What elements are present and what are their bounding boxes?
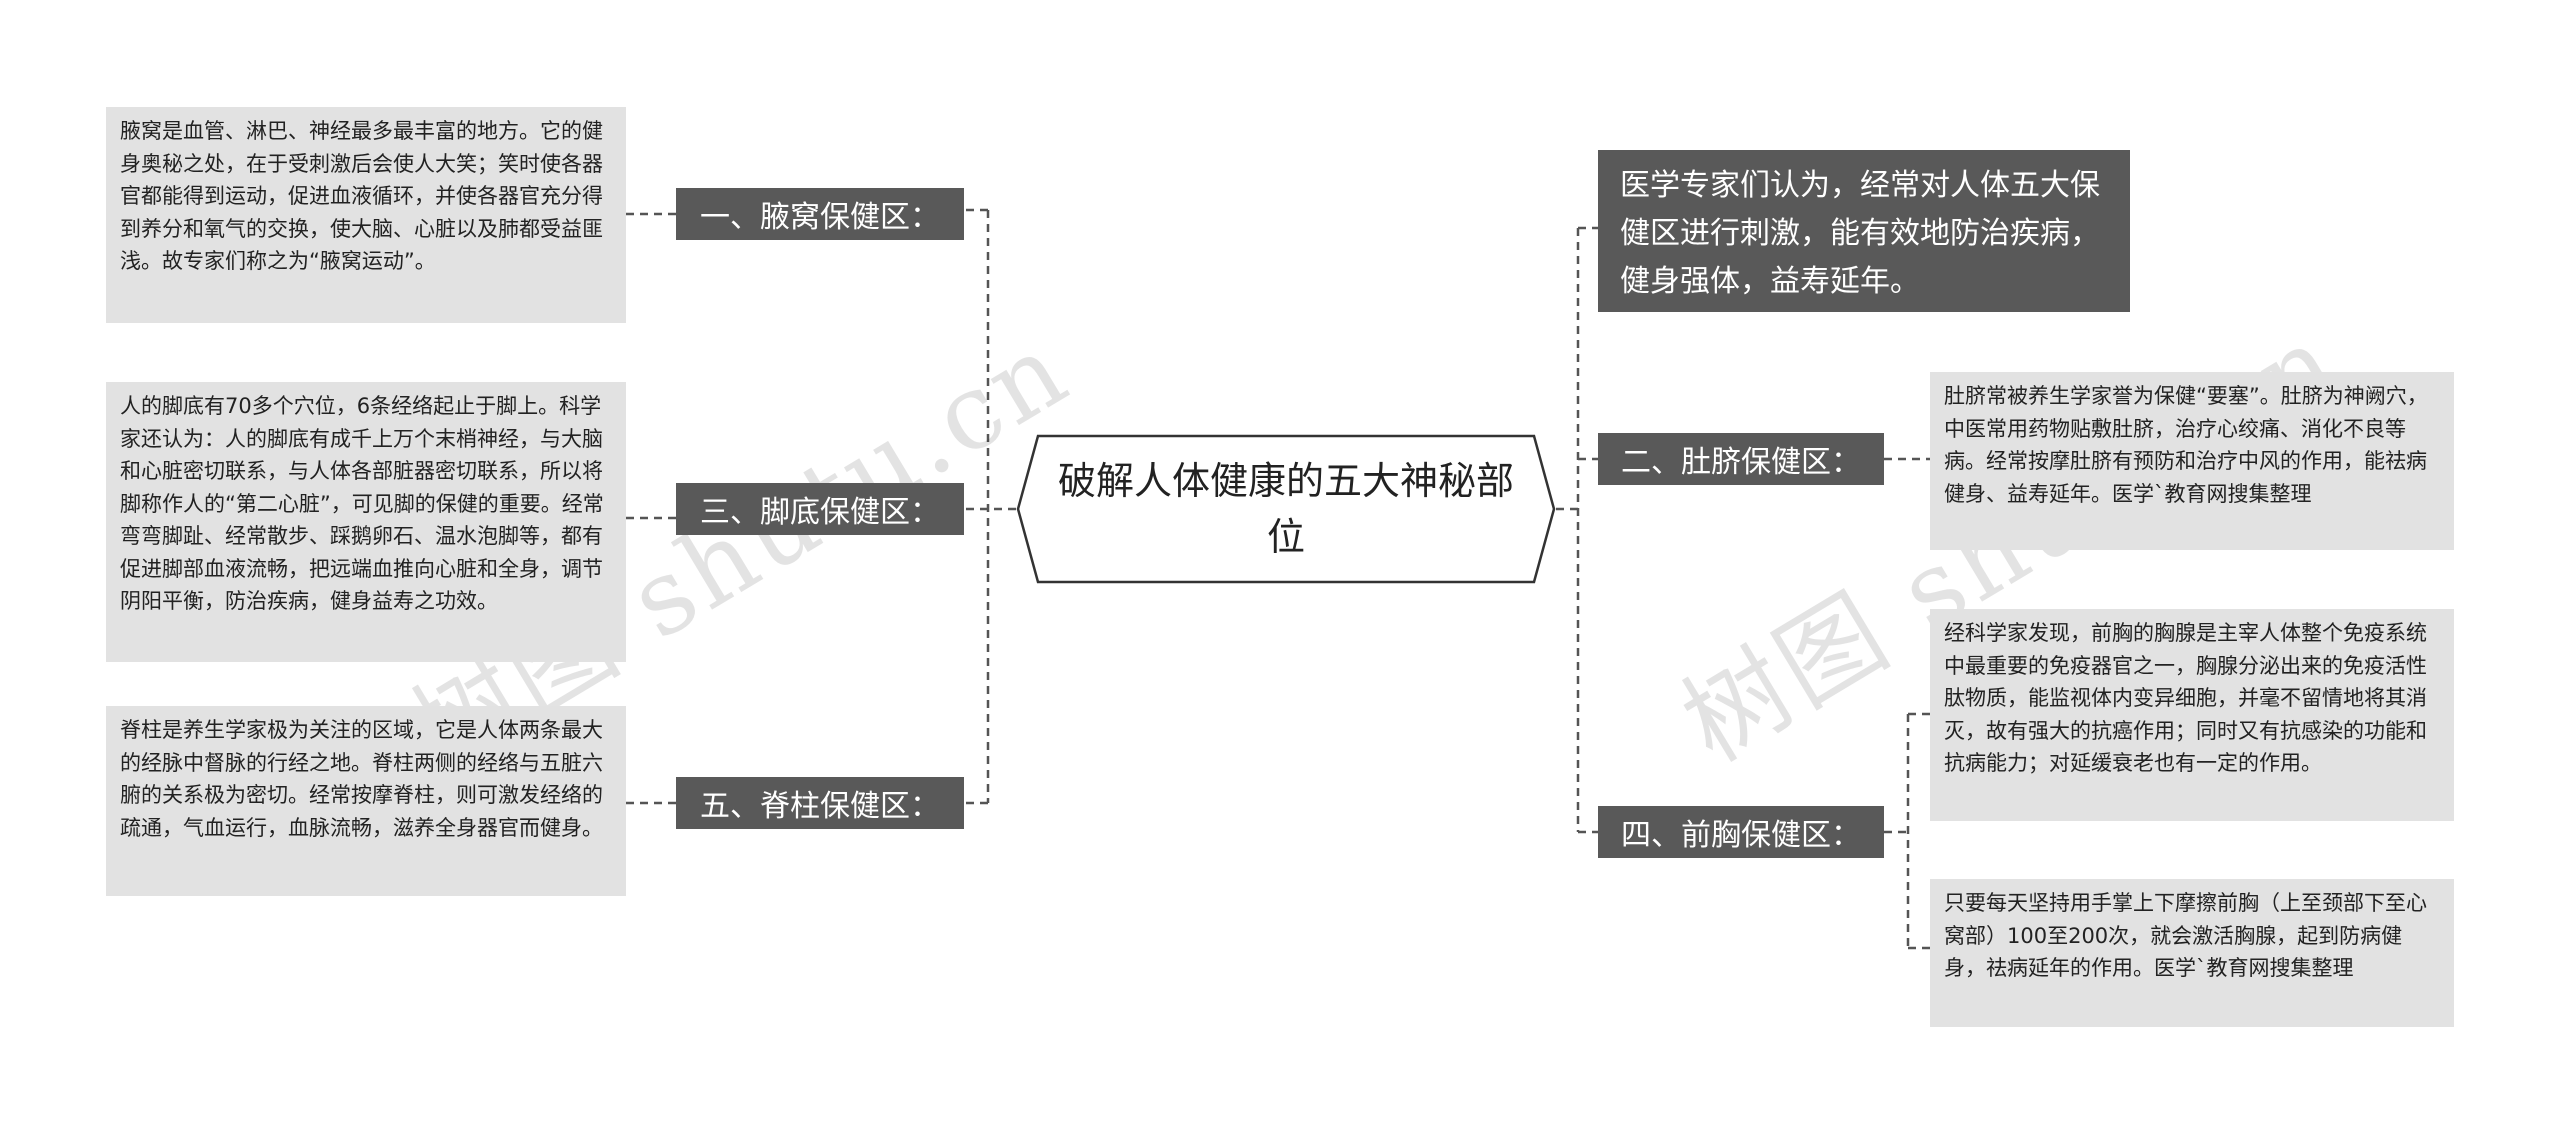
intro-text: 医学专家们认为，经常对人体五大保健区进行刺激，能有效地防治疾病，健身强体，益寿延… — [1620, 168, 2100, 299]
topic-label: 五、脊柱保健区： — [700, 789, 940, 824]
topic-spine[interactable]: 五、脊柱保健区： — [676, 777, 964, 829]
detail-text: 脊柱是养生学家极为关注的区域，它是人体两条最大的经脉中督脉的行经之地。脊柱两侧的… — [120, 718, 603, 840]
detail-chest-thymus[interactable]: 经科学家发现，前胸的胸腺是主宰人体整个免疫系统中最重要的免疫器官之一，胸腺分泌出… — [1930, 609, 2454, 821]
topic-label: 一、腋窝保健区： — [700, 200, 940, 235]
detail-navel[interactable]: 肚脐常被养生学家誉为保健“要塞”。肚脐为神阙穴，中医常用药物贴敷肚脐，治疗心绞痛… — [1930, 372, 2454, 550]
detail-text: 肚脐常被养生学家誉为保健“要塞”。肚脐为神阙穴，中医常用药物贴敷肚脐，治疗心绞痛… — [1944, 384, 2428, 506]
detail-text: 腋窝是血管、淋巴、神经最多最丰富的地方。它的健身奥秘之处，在于受刺激后会使人大笑… — [120, 119, 603, 273]
topic-navel[interactable]: 二、肚脐保健区： — [1598, 433, 1884, 485]
detail-text: 人的脚底有70多个穴位，6条经络起止于脚上。科学家还认为：人的脚底有成千上万个末… — [120, 394, 604, 613]
topic-label: 三、脚底保健区： — [700, 495, 940, 530]
topic-label: 二、肚脐保健区： — [1621, 445, 1861, 480]
central-topic-shape — [1016, 434, 1556, 584]
central-topic-title: 破解人体健康的五大神秘部位 — [1057, 459, 1514, 559]
detail-chest-massage[interactable]: 只要每天坚持用手掌上下摩擦前胸（上至颈部下至心窝部）100至200次，就会激活胸… — [1930, 879, 2454, 1027]
detail-text: 只要每天坚持用手掌上下摩擦前胸（上至颈部下至心窝部）100至200次，就会激活胸… — [1944, 891, 2427, 980]
detail-sole[interactable]: 人的脚底有70多个穴位，6条经络起止于脚上。科学家还认为：人的脚底有成千上万个末… — [106, 382, 626, 662]
topic-label: 四、前胸保健区： — [1621, 818, 1861, 853]
topic-armpit[interactable]: 一、腋窝保健区： — [676, 188, 964, 240]
central-topic[interactable]: 破解人体健康的五大神秘部位 — [1016, 434, 1556, 584]
topic-chest[interactable]: 四、前胸保健区： — [1598, 806, 1884, 858]
detail-spine[interactable]: 脊柱是养生学家极为关注的区域，它是人体两条最大的经脉中督脉的行经之地。脊柱两侧的… — [106, 706, 626, 896]
detail-text: 经科学家发现，前胸的胸腺是主宰人体整个免疫系统中最重要的免疫器官之一，胸腺分泌出… — [1944, 621, 2427, 775]
topic-sole[interactable]: 三、脚底保健区： — [676, 483, 964, 535]
detail-armpit[interactable]: 腋窝是血管、淋巴、神经最多最丰富的地方。它的健身奥秘之处，在于受刺激后会使人大笑… — [106, 107, 626, 323]
intro-note[interactable]: 医学专家们认为，经常对人体五大保健区进行刺激，能有效地防治疾病，健身强体，益寿延… — [1598, 150, 2130, 312]
